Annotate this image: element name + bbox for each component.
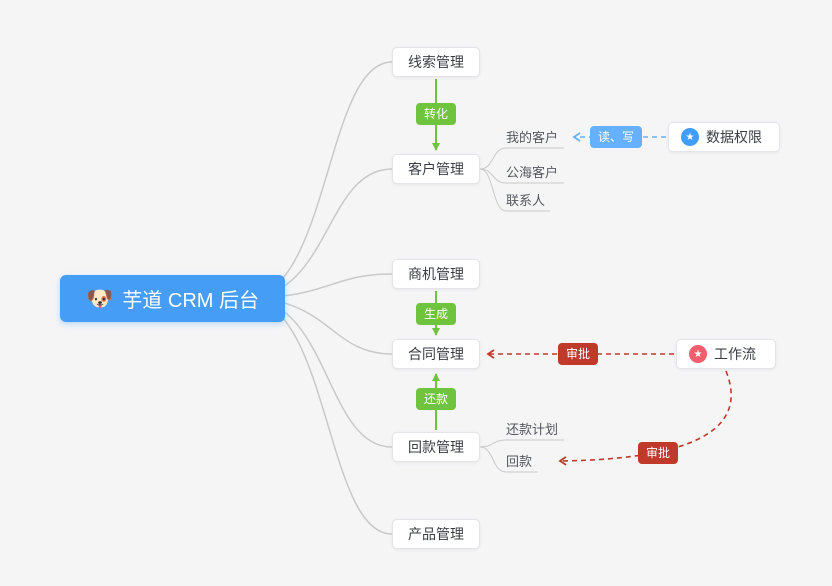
- node-customers-label: 客户管理: [408, 161, 464, 177]
- node-workflow[interactable]: ★ 工作流: [676, 339, 776, 369]
- edge-root-products: [244, 297, 393, 535]
- dog-emoji: 🐶: [85, 285, 114, 311]
- node-opportunities[interactable]: 商机管理: [392, 259, 480, 289]
- edge-label-generate: 生成: [416, 303, 457, 325]
- node-leads[interactable]: 线索管理: [392, 47, 480, 77]
- node-contracts-label: 合同管理: [408, 346, 464, 362]
- edge-label-convert: 转化: [416, 103, 457, 125]
- edge-label-repay: 还款: [416, 388, 457, 410]
- subnode-repayment-plan[interactable]: 还款计划: [506, 422, 559, 437]
- node-receivables[interactable]: 回款管理: [392, 432, 480, 462]
- node-workflow-label: 工作流: [714, 346, 756, 362]
- node-data-permission[interactable]: ★ 数据权限: [668, 122, 780, 152]
- subnode-payment[interactable]: 回款: [506, 454, 533, 469]
- edge-label-approve-receivable: 审批: [638, 442, 679, 464]
- edge-root-leads: [244, 61, 393, 299]
- node-contracts[interactable]: 合同管理: [392, 339, 480, 369]
- subnode-my-customers[interactable]: 我的客户: [506, 130, 559, 145]
- node-data-permission-label: 数据权限: [706, 129, 762, 145]
- node-leads-label: 线索管理: [408, 54, 464, 70]
- subnode-public-customers[interactable]: 公海客户: [506, 165, 559, 180]
- node-receivables-label: 回款管理: [408, 439, 464, 455]
- node-opportunities-label: 商机管理: [408, 266, 464, 282]
- root-label: 芋道 CRM 后台: [122, 290, 260, 312]
- node-customers[interactable]: 客户管理: [392, 154, 480, 184]
- edge-label-read-write: 读、写: [590, 126, 643, 148]
- edge-label-approve-contract: 审批: [558, 343, 599, 365]
- edge-receivables-plan: [479, 439, 564, 448]
- node-products-label: 产品管理: [408, 526, 464, 542]
- star-icon: ★: [689, 345, 707, 363]
- star-icon: ★: [681, 128, 699, 146]
- node-root[interactable]: 🐶 芋道 CRM 后台: [60, 275, 285, 322]
- subnode-contacts[interactable]: 联系人: [506, 193, 546, 208]
- node-products[interactable]: 产品管理: [392, 519, 480, 549]
